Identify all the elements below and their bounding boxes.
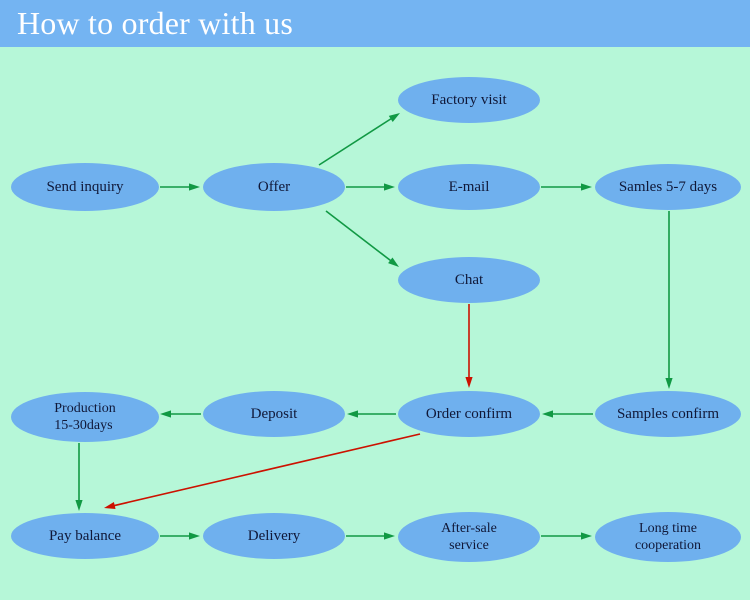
edge-arrowhead — [581, 183, 592, 191]
node-label-delivery: Delivery — [247, 528, 301, 544]
edge-chat-to-order-confirm — [465, 304, 473, 388]
edge-samles-to-samples-confirm — [665, 211, 673, 389]
node-samples-confirm[interactable]: Samples confirm — [595, 391, 741, 437]
edge-samples-confirm-to-order-confirm — [542, 410, 593, 418]
node-production[interactable]: Production 15-30days — [11, 392, 159, 442]
node-deposit[interactable]: Deposit — [203, 391, 345, 437]
edge-arrowhead — [465, 377, 473, 388]
edge-pay-balance-to-delivery — [160, 532, 200, 540]
node-label-factory-visit: Factory visit — [431, 92, 507, 108]
edge-order-confirm-to-pay-balance — [104, 433, 421, 509]
edge-arrowhead — [388, 257, 399, 267]
node-label-pay-balance: Pay balance — [48, 528, 122, 544]
edge-arrowhead — [542, 410, 553, 418]
node-samles-5-7-days[interactable]: Samles 5-7 days — [595, 164, 741, 210]
node-label-chat: Chat — [454, 272, 484, 288]
edge-arrowhead — [347, 410, 358, 418]
node-long-time-coop[interactable]: Long time cooperation — [595, 512, 741, 562]
node-send-inquiry[interactable]: Send inquiry — [11, 163, 159, 211]
edge-production-to-pay-balance — [75, 443, 83, 511]
edge-arrowhead — [384, 183, 395, 191]
edge-offer-to-e-mail — [346, 183, 395, 191]
edge-line — [325, 210, 393, 263]
node-label-samples-confirm: Samples confirm — [616, 406, 720, 422]
node-after-sale-service[interactable]: After-sale service — [398, 512, 540, 562]
edge-e-mail-to-samles — [541, 183, 592, 191]
node-label-samles-5-7-days: Samles 5-7 days — [618, 179, 718, 195]
node-offer[interactable]: Offer — [203, 163, 345, 211]
node-label-send-inquiry: Send inquiry — [46, 179, 124, 195]
node-order-confirm[interactable]: Order confirm — [398, 391, 540, 437]
node-label-deposit: Deposit — [250, 406, 298, 422]
node-e-mail[interactable]: E-mail — [398, 164, 540, 210]
edge-arrowhead — [189, 183, 200, 191]
node-pay-balance[interactable]: Pay balance — [11, 513, 159, 559]
edge-arrowhead — [104, 501, 116, 509]
node-chat[interactable]: Chat — [398, 257, 540, 303]
edge-delivery-to-after-sale — [346, 532, 395, 540]
edge-arrowhead — [384, 532, 395, 540]
node-label-offer: Offer — [257, 179, 291, 195]
edge-order-confirm-to-deposit — [347, 410, 396, 418]
edge-arrowhead — [160, 410, 171, 418]
node-label-production: Production 15-30days — [54, 401, 116, 433]
edge-line — [318, 117, 393, 166]
edge-line — [112, 433, 421, 507]
node-label-e-mail: E-mail — [448, 179, 490, 195]
edge-arrowhead — [388, 113, 400, 122]
edge-arrowhead — [189, 532, 200, 540]
node-label-order-confirm: Order confirm — [425, 406, 513, 422]
edge-arrowhead — [581, 532, 592, 540]
header-bar — [0, 0, 750, 47]
edge-after-sale-to-long-time — [541, 532, 592, 540]
node-delivery[interactable]: Delivery — [203, 513, 345, 559]
edge-send-inquiry-to-offer — [160, 183, 200, 191]
edge-offer-to-factory-visit — [318, 113, 400, 166]
edge-deposit-to-production — [160, 410, 201, 418]
node-label-long-time-coop: Long time cooperation — [634, 521, 702, 553]
page-title: How to order with us — [17, 5, 293, 41]
node-factory-visit[interactable]: Factory visit — [398, 77, 540, 123]
edge-arrowhead — [665, 378, 673, 389]
node-label-after-sale-service: After-sale service — [441, 521, 497, 553]
edge-arrowhead — [75, 500, 83, 511]
edge-offer-to-chat — [325, 210, 399, 267]
